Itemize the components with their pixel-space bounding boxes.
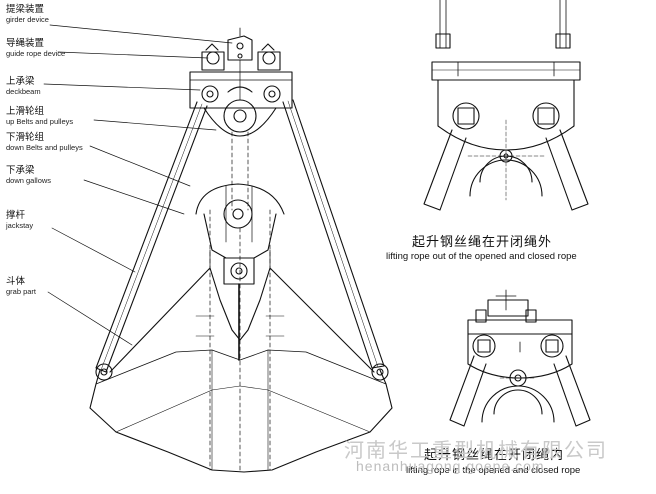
label-girder-en: girder device — [6, 15, 49, 24]
label-girder-cn: 提梁装置 — [6, 4, 45, 15]
down-gallows — [223, 257, 255, 361]
lower-pulley-block — [195, 183, 285, 259]
caption-inside-en: lifting rope in the opened and closed ro… — [406, 465, 581, 476]
grab-shells — [89, 249, 393, 473]
girder-device — [227, 27, 253, 61]
detail-inside-drawing — [449, 289, 591, 427]
detail-outside-drawing — [423, 0, 589, 211]
label-deckbeam-en: deckbeam — [6, 87, 41, 96]
label-jackstay-en: jackstay — [6, 221, 34, 230]
watermark-company: 河南华工重型机械有限公司 — [344, 438, 608, 462]
caption-outside-en: lifting rope out of the opened and close… — [386, 251, 577, 262]
label-down-gallows-cn: 下承梁 — [6, 165, 35, 176]
jackstays — [95, 99, 385, 373]
caption-inside-cn: 起升钢丝绳在开闭绳内 — [424, 448, 565, 463]
upper-pulley-block — [203, 59, 277, 137]
rope-lines — [209, 131, 271, 471]
label-jackstay-cn: 撑杆 — [6, 210, 26, 221]
leader-lines — [43, 24, 233, 346]
label-down-gallows-en: down gallows — [6, 176, 52, 185]
label-grab-part-cn: 斗体 — [6, 276, 26, 287]
label-guide-rope-en: guide rope device — [6, 49, 66, 58]
label-deckbeam-cn: 上承梁 — [6, 76, 35, 87]
guide-rope-devices — [201, 43, 281, 71]
label-guide-rope-cn: 导绳装置 — [6, 38, 45, 49]
label-up-pulleys-en: up Belts and pulleys — [6, 117, 74, 126]
caption-outside-cn: 起升钢丝绳在开闭绳外 — [412, 235, 553, 250]
label-down-pulleys-en: down Belts and pulleys — [6, 143, 83, 152]
label-grab-part-en: grab part — [6, 287, 37, 296]
label-down-pulleys-cn: 下滑轮组 — [6, 132, 45, 143]
deckbeam — [189, 71, 293, 109]
label-up-pulleys-cn: 上滑轮组 — [6, 106, 45, 117]
watermark-site: henanhuagong.goepe.com — [356, 458, 545, 474]
